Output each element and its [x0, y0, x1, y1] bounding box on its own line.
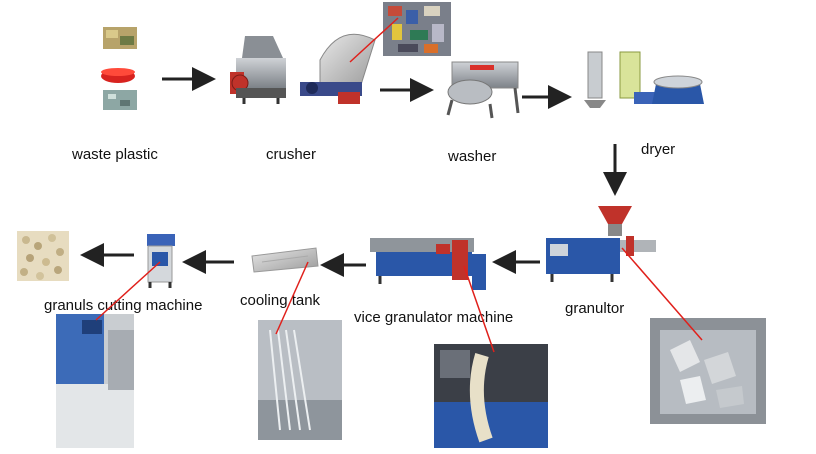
photo-cooling-strands	[258, 320, 342, 440]
crusher-machine	[230, 33, 376, 104]
cooling-tank	[251, 247, 319, 273]
label-waste-plastic: waste plastic	[72, 146, 158, 163]
photo-extrusion-die	[434, 344, 548, 448]
granules-cutting-machine	[147, 234, 175, 288]
vice-granulator-machine	[370, 238, 486, 290]
photo-granulator-cutting	[56, 314, 134, 448]
label-granultor: granultor	[565, 300, 625, 317]
granulator-machine	[546, 206, 656, 282]
dryer-machine	[584, 51, 704, 108]
photo-crushed-flakes	[650, 318, 766, 424]
label-crusher: crusher	[266, 146, 317, 163]
scrap-photo	[383, 2, 451, 56]
label-washer: washer	[448, 148, 497, 165]
callout-lines	[95, 17, 703, 353]
label-vice-granulator: vice granulator machine	[354, 309, 514, 326]
label-granuls-cutting: granuls cutting machine	[44, 297, 203, 314]
waste-plastic-images	[101, 27, 137, 110]
flow-arrows	[80, 67, 627, 277]
granules-pile	[17, 231, 69, 281]
label-cooling-tank: cooling tank	[240, 292, 321, 309]
label-dryer: dryer	[641, 141, 676, 158]
washer-machine	[446, 61, 520, 119]
